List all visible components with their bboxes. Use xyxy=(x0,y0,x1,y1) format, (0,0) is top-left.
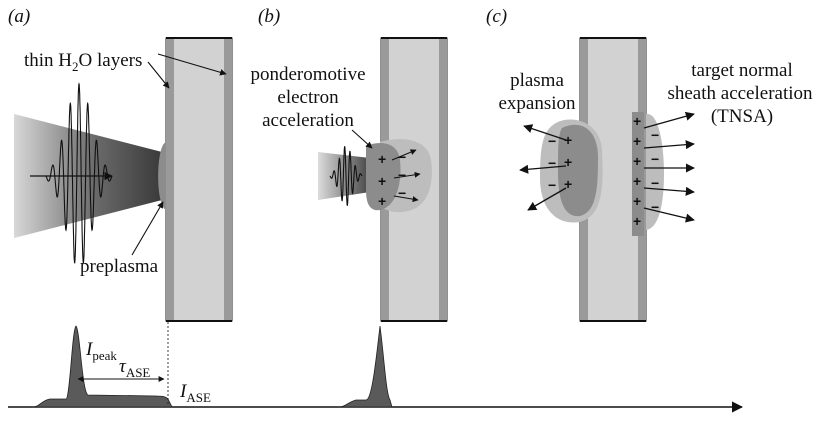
tnsa-label-1: target normal xyxy=(691,60,792,81)
tnsa-arrow-2 xyxy=(643,140,695,150)
plus-c5: + xyxy=(633,133,641,149)
plasma-expansion-core xyxy=(558,124,598,217)
panel-b: (b) + + + − − − ponderomotive electron a… xyxy=(250,6,448,322)
plus-b3: + xyxy=(378,193,386,209)
electron-arrow-b3 xyxy=(393,195,419,203)
ponderomotive-pointer xyxy=(351,129,373,149)
minus-c4: − xyxy=(651,127,659,143)
plasma-expansion-label-1: plasma xyxy=(510,70,564,91)
minus-c3: − xyxy=(548,177,556,193)
water-layer-pointer-1 xyxy=(147,61,170,89)
laser-pulse-wave-b xyxy=(329,146,363,206)
ase-intensity-label: IASE xyxy=(179,381,211,405)
laser-pulse-wave-a xyxy=(45,82,113,264)
tnsa-arrow-5 xyxy=(643,207,695,223)
water-layer-pointer-2 xyxy=(157,53,227,76)
tnsa-arrow-1 xyxy=(643,111,695,129)
tau-ase-label: τASE xyxy=(119,356,150,380)
plus-c8: + xyxy=(633,193,641,209)
minus-c6: − xyxy=(651,175,659,191)
preplasma-label: preplasma xyxy=(80,256,159,277)
plus-c1: + xyxy=(564,132,572,148)
water-layer-back-a xyxy=(224,38,232,321)
rear-charge-layer xyxy=(632,112,644,236)
plus-b1: + xyxy=(378,151,386,167)
plus-c9: + xyxy=(633,213,641,229)
laser-intensity-profile-b xyxy=(337,325,393,408)
water-layer-back-b xyxy=(439,38,447,321)
time-axis-group: Ipeak τASE IASE xyxy=(8,322,744,413)
panel-b-tag: (b) xyxy=(258,6,280,27)
ponderomotive-label-2: electron xyxy=(277,87,339,108)
plus-c2: + xyxy=(564,154,572,170)
minus-c5: − xyxy=(651,151,659,167)
plus-b2: + xyxy=(378,173,386,189)
minus-b3: − xyxy=(398,185,406,201)
panel-a: (a) thin H2O layers preplasma xyxy=(8,6,233,322)
minus-c1: − xyxy=(548,133,556,149)
peak-intensity-label: Ipeak xyxy=(85,339,117,363)
minus-b1: − xyxy=(398,149,406,165)
target-foil-a xyxy=(165,37,233,322)
ion-arrow-front-2 xyxy=(519,164,567,174)
plus-c7: + xyxy=(633,173,641,189)
ion-arrow-front-1 xyxy=(523,124,567,141)
minus-c7: − xyxy=(651,199,659,215)
electron-arrow-b1 xyxy=(391,149,417,161)
laser-intensity-profile-a xyxy=(31,325,173,408)
ponderomotive-label-3: acceleration xyxy=(262,110,354,131)
panel-a-tag: (a) xyxy=(8,6,30,27)
electron-arrow-b2 xyxy=(393,171,421,179)
plasma-expansion-label-2: expansion xyxy=(498,93,576,114)
plasma-core-b xyxy=(366,142,401,211)
panel-c-tag: (c) xyxy=(486,6,507,27)
minus-c2: − xyxy=(548,155,556,171)
preplasma-pointer xyxy=(131,201,164,256)
water-layers-label: thin H2O layers xyxy=(24,50,142,74)
ion-arrow-front-3 xyxy=(527,187,567,211)
laser-beam-cone-b xyxy=(318,152,370,200)
tnsa-arrow-4 xyxy=(643,186,695,196)
ponderomotive-label-1: ponderomotive xyxy=(250,64,365,85)
plus-c4: + xyxy=(633,113,641,129)
plus-c3: + xyxy=(564,176,572,192)
tnsa-label-3: (TNSA) xyxy=(711,106,773,127)
minus-b2: − xyxy=(398,167,406,183)
rear-sheath-electrons xyxy=(646,113,664,230)
water-layer-front-a xyxy=(166,38,174,321)
panel-c: (c) + + + − − − + + + + + + − − − − xyxy=(486,6,813,322)
tnsa-label-2: sheath acceleration xyxy=(667,83,813,104)
plus-c6: + xyxy=(633,153,641,169)
preplasma-blob xyxy=(158,142,166,210)
